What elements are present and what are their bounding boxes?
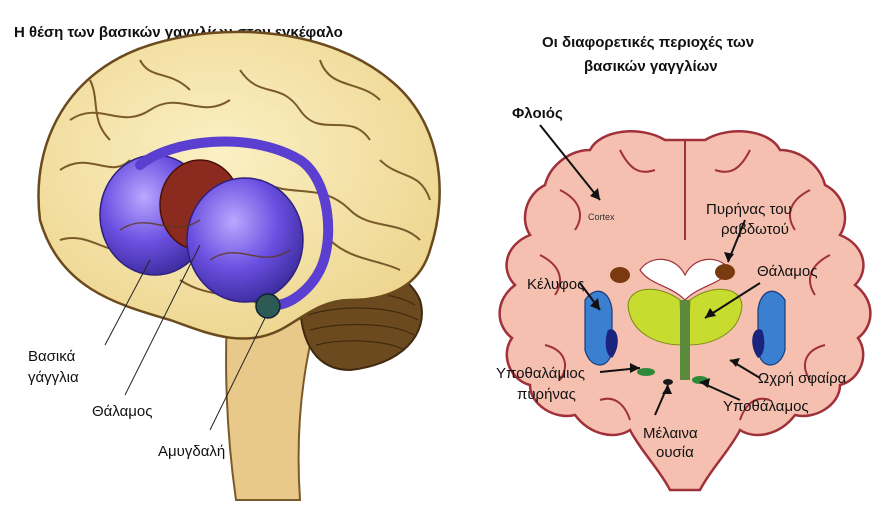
label-putamen: Κέλυφος xyxy=(527,276,584,293)
putamen-right xyxy=(758,291,785,365)
amygdala xyxy=(256,294,280,318)
label-substantia-nigra-line2: ουσία xyxy=(656,444,694,461)
third-ventricle xyxy=(680,300,690,380)
right-panel-title-line1: Οι διαφορετικές περιοχές των xyxy=(542,34,754,51)
label-globus-pallidus: Ωχρή σφαίρα xyxy=(758,370,847,387)
caudate-left xyxy=(610,267,630,283)
right-panel-title-line2: βασικών γαγγλίων xyxy=(584,58,718,75)
label-caudate-line1: Πυρήνας του xyxy=(706,201,792,218)
label-thalamus-left: Θάλαμος xyxy=(92,403,153,420)
subthalamic-nucleus xyxy=(637,368,655,376)
label-cortex: Φλοιός xyxy=(512,105,563,122)
label-subthalamic-line1: Υποθαλάμιος xyxy=(496,365,585,382)
brain-lateral-illustration xyxy=(38,32,439,500)
label-cortex-inner: Cortex xyxy=(588,212,615,222)
label-hypothalamus: Υποθάλαμος xyxy=(723,398,809,415)
label-caudate-line2: ραβδωτού xyxy=(721,221,789,238)
label-substantia-nigra-line1: Μέλαινα xyxy=(643,425,698,442)
label-subthalamic-line2: πυρήνας xyxy=(517,386,576,403)
basal-ganglia-right xyxy=(187,178,303,302)
caudate-right xyxy=(715,264,735,280)
label-amygdala: Αμυγδαλή xyxy=(158,443,225,460)
label-basal-ganglia-line1: Βασικά xyxy=(28,348,76,365)
label-thalamus-right: Θάλαμος xyxy=(757,263,818,280)
label-basal-ganglia-line2: γάγγλια xyxy=(28,369,79,386)
substantia-nigra xyxy=(663,379,673,385)
